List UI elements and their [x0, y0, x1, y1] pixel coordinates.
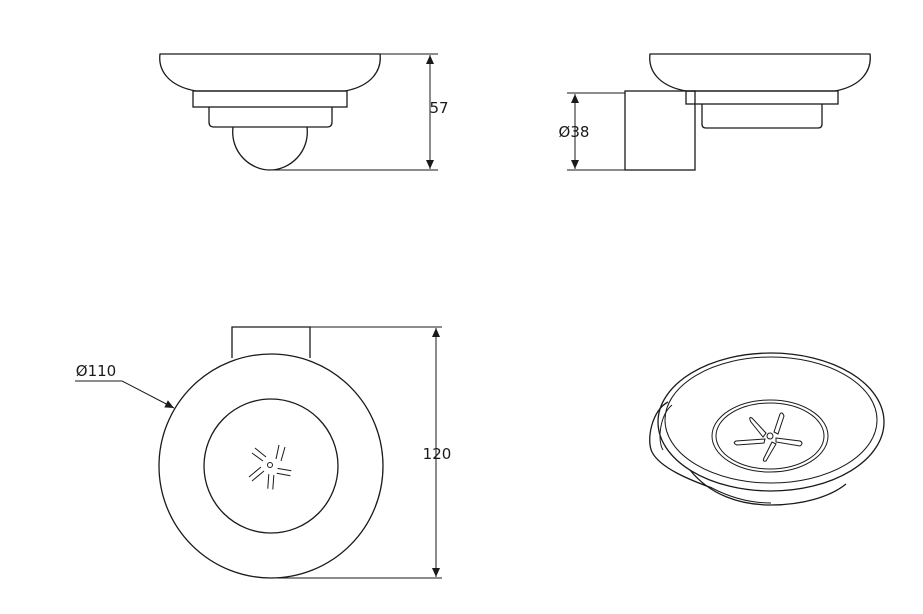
front-dish: [159, 53, 381, 92]
side-view: Ø38: [559, 53, 871, 171]
dish-diameter-label: Ø110: [76, 362, 116, 380]
side-base-ring: [701, 104, 823, 129]
perspective-rim-inner: [664, 356, 878, 484]
dish-diameter-leader: [75, 380, 175, 409]
depth-dimension-label: 120: [423, 445, 452, 463]
perspective-rim-outer: [657, 352, 885, 492]
front-base-ring: [208, 107, 333, 128]
perspective-bowl-floor-inner: [715, 402, 825, 470]
perspective-view: [649, 352, 885, 506]
perspective-drain: [733, 412, 803, 462]
top-mount-block: [231, 326, 311, 358]
front-flange: [192, 90, 348, 108]
front-view: 57: [159, 53, 449, 171]
top-view: Ø110 120: [75, 326, 452, 579]
side-dish: [649, 53, 871, 92]
perspective-base: [689, 469, 847, 506]
mount-diameter-label: Ø38: [559, 123, 590, 141]
height-dimension-label: 57: [429, 99, 448, 117]
perspective-bowl-floor: [711, 399, 829, 473]
front-dome: [232, 126, 308, 171]
perspective-mount-edge: [659, 404, 673, 451]
top-dish-inner: [203, 398, 339, 534]
perspective-mount: [649, 401, 713, 489]
side-mount-cylinder: [624, 90, 696, 171]
drain-slots: [248, 444, 292, 490]
side-flange: [685, 90, 839, 105]
top-dish-outer: [158, 353, 384, 579]
perspective-base-edge: [711, 487, 772, 504]
